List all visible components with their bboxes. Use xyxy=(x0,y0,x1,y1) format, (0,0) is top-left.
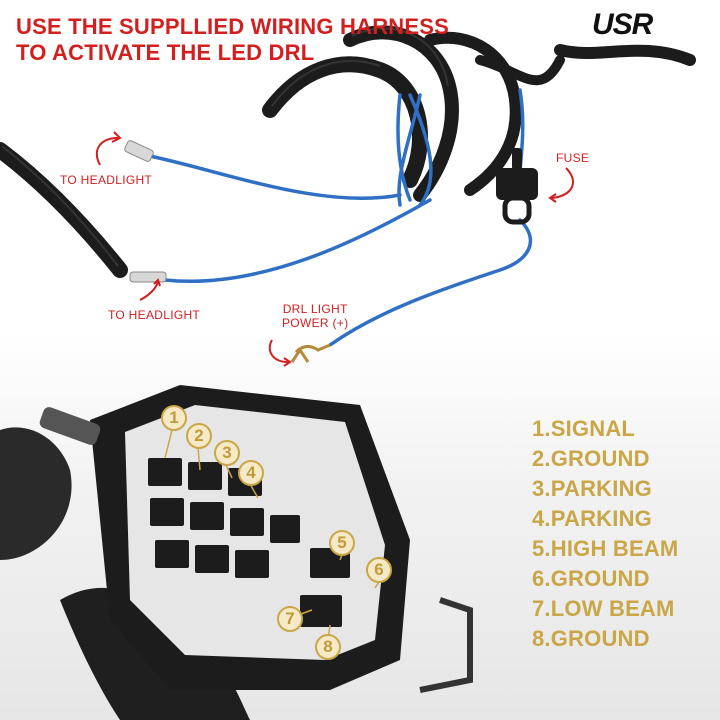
pin-legend-item: 2.GROUND xyxy=(532,446,650,471)
pin-legend-item: 4.PARKING xyxy=(532,506,652,531)
pin-legend-item: 1.SIGNAL xyxy=(532,416,636,441)
pin-marker-3: 3 xyxy=(214,440,240,466)
callout-to-headlight-top: TO HEADLIGHT xyxy=(60,173,153,187)
pin-legend-item: 3.PARKING xyxy=(532,476,652,501)
pin-marker-1: 1 xyxy=(161,405,187,431)
wire-terminals xyxy=(124,140,331,363)
callout-fuse: FUSE xyxy=(556,151,590,165)
callout-drl-power-line1: DRL LIGHT xyxy=(282,302,348,316)
harness-cables xyxy=(0,25,696,278)
pin-legend-item: 5.HIGH BEAM xyxy=(532,536,679,561)
pin-legend-item: 6.GROUND xyxy=(532,566,650,591)
headline: USE THE SUPPLLIED WIRING HARNESS TO ACTI… xyxy=(16,14,449,66)
pin-marker-4: 4 xyxy=(238,460,264,486)
callout-drl-power: DRL LIGHT POWER (+) xyxy=(282,302,348,330)
brand-logo: USR xyxy=(592,8,653,41)
headline-line-1: USE THE SUPPLLIED WIRING HARNESS xyxy=(16,14,449,39)
pin-legend-item: 7.LOW BEAM xyxy=(532,596,675,621)
callout-drl-power-line2: POWER (+) xyxy=(282,316,349,330)
headline-line-2: TO ACTIVATE THE LED DRL xyxy=(16,40,315,65)
pin-legend-item: 8.GROUND xyxy=(532,626,650,651)
pin-marker-5: 5 xyxy=(329,530,355,556)
connector-body xyxy=(0,385,473,720)
pin-legend: 1.SIGNAL 2.GROUND 3.PARKING 4.PARKING 5.… xyxy=(532,414,678,654)
pin-marker-2: 2 xyxy=(186,423,212,449)
callout-to-headlight-bottom: TO HEADLIGHT xyxy=(108,308,201,322)
callout-arrows xyxy=(95,131,574,367)
blue-wires xyxy=(143,88,532,347)
pin-marker-6: 6 xyxy=(366,557,392,583)
cable-highlights xyxy=(1,27,449,267)
fuse-holder xyxy=(496,148,538,225)
pin-marker-8: 8 xyxy=(315,634,341,660)
pin-marker-7: 7 xyxy=(277,606,303,632)
